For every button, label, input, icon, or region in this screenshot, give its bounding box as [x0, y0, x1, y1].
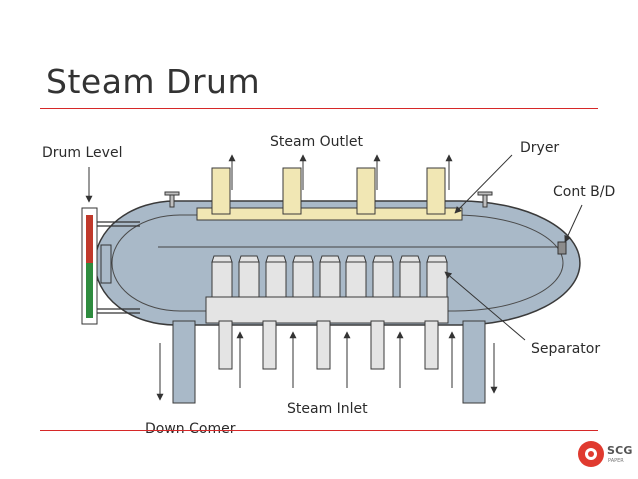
title-underline	[40, 108, 598, 109]
steam-inlet-risers	[218, 320, 456, 388]
separator-cap	[292, 255, 314, 263]
outlet-pipe-2	[282, 167, 302, 215]
separator-cap	[238, 255, 260, 263]
label-separator: Separator	[531, 341, 601, 357]
drum-inner-wall	[111, 214, 564, 312]
label-dryer: Dryer	[520, 140, 560, 156]
separator-can	[345, 255, 367, 298]
inlet-riser	[218, 320, 233, 370]
label-down-comer: Down Comer	[145, 421, 236, 437]
vent-left-stem	[169, 194, 175, 208]
scg-logo-subtext: PAPER	[608, 458, 624, 464]
separator-can	[211, 255, 233, 298]
separator-body	[292, 261, 314, 298]
separator-cap	[265, 255, 287, 263]
gauge-water-section	[86, 263, 93, 318]
callouts	[85, 154, 583, 401]
separators	[211, 255, 448, 298]
separator-body	[319, 261, 341, 298]
inlet-riser	[424, 320, 439, 370]
separator-can	[238, 255, 260, 298]
label-drum-level: Drum Level	[42, 145, 123, 161]
separator-can	[399, 255, 421, 298]
down-comer-left	[172, 320, 196, 404]
separator-body	[372, 261, 394, 298]
separator-cap	[211, 255, 233, 263]
down-comer-right	[462, 320, 486, 404]
separator-can	[319, 255, 341, 298]
separator-body	[426, 261, 448, 298]
scg-logo-mark	[578, 441, 604, 467]
outlet-pipe-3	[356, 167, 376, 215]
dryer-leader	[454, 154, 513, 214]
footer-rule	[40, 430, 598, 431]
cont-bd-leader	[564, 204, 583, 243]
label-steam-outlet: Steam Outlet	[270, 134, 364, 150]
steam-outlet-pipes	[211, 167, 446, 215]
inlet-riser	[316, 320, 331, 370]
label-steam-inlet: Steam Inlet	[287, 401, 368, 417]
separator-cap	[345, 255, 367, 263]
separator-cap	[319, 255, 341, 263]
separator-cap	[372, 255, 394, 263]
separator-body	[238, 261, 260, 298]
vent-right-stem	[482, 194, 488, 208]
separator-body	[345, 261, 367, 298]
scg-logo: SCG PAPER	[576, 439, 634, 473]
label-cont-bd: Cont B/D	[553, 184, 616, 200]
inlet-riser	[262, 320, 277, 370]
top-vents	[164, 191, 493, 208]
outlet-pipe-4	[426, 167, 446, 215]
outlet-pipe-1	[211, 167, 231, 215]
cont-blowdown-fitting	[557, 241, 567, 255]
separator-header	[205, 296, 449, 324]
inlet-riser	[370, 320, 385, 370]
dryer-plate	[196, 207, 463, 221]
gauge-window	[100, 244, 112, 284]
separator-body	[399, 261, 421, 298]
separator-can	[265, 255, 287, 298]
scg-logo-text: SCG	[607, 444, 633, 457]
separator-body	[265, 261, 287, 298]
separator-leader	[444, 271, 526, 341]
slide-title: Steam Drum	[46, 62, 261, 101]
separator-cap	[399, 255, 421, 263]
separator-can	[426, 255, 448, 298]
separator-cap	[426, 255, 448, 263]
separator-can	[372, 255, 394, 298]
gauge-steam-section	[86, 215, 93, 263]
separator-can	[292, 255, 314, 298]
drum-level-gauge	[81, 207, 140, 325]
separator-body	[211, 261, 233, 298]
